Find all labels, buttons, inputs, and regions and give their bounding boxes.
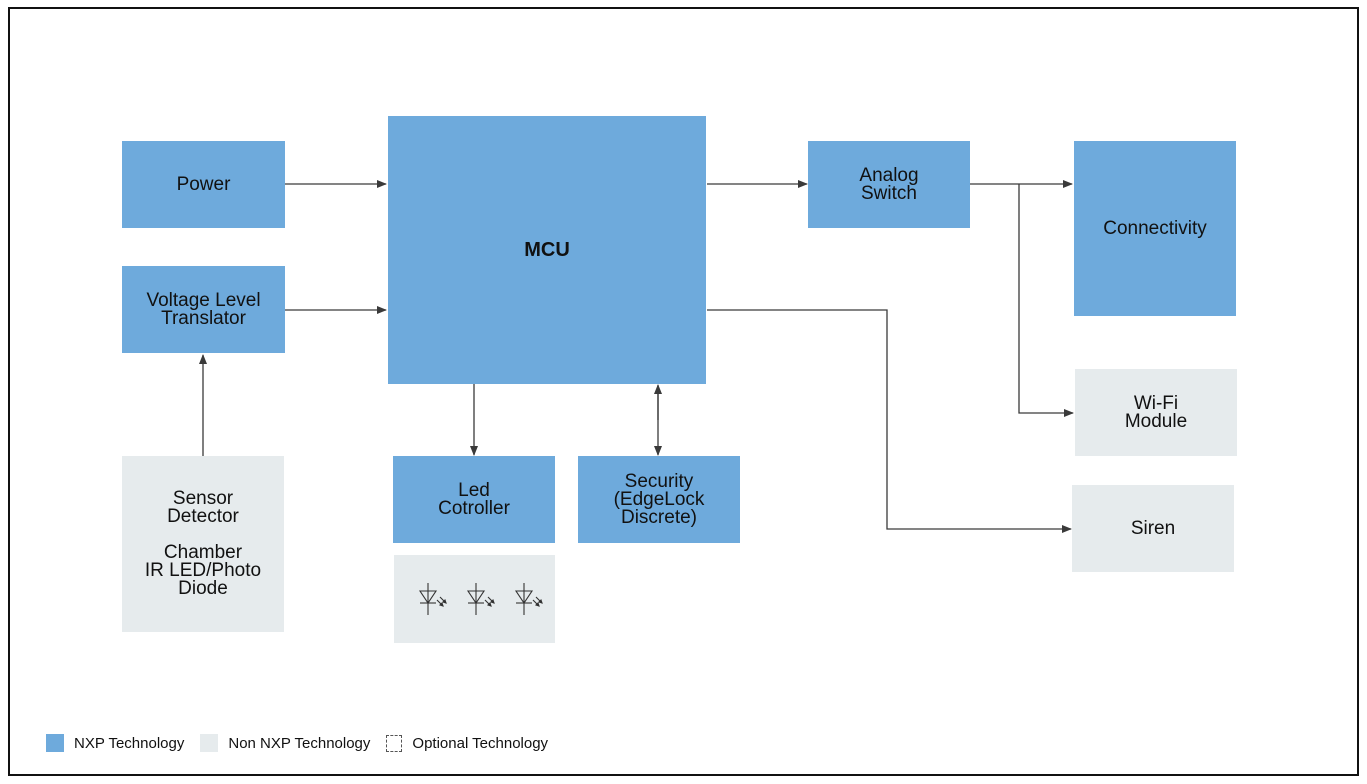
- led-array-block: [394, 555, 555, 643]
- legend-item-optional: Optional Technology: [386, 734, 549, 752]
- voltage-level-translator-block: Voltage Level Translator: [122, 266, 285, 353]
- siren-block: Siren: [1072, 485, 1234, 572]
- led-controller-block: Led Cotroller: [393, 456, 555, 543]
- legend-swatch-non-nxp: [200, 734, 219, 752]
- wifi-module-label: Wi-Fi Module: [1124, 392, 1188, 432]
- security-label: Security (EdgeLock Discrete): [613, 470, 705, 528]
- led-controller-label: Led Cotroller: [438, 479, 510, 519]
- legend: NXP Technology Non NXP Technology Option…: [46, 733, 564, 753]
- legend-item-nxp: NXP Technology: [46, 734, 184, 752]
- voltage-level-translator-label: Voltage Level Translator: [146, 289, 261, 329]
- led-diode-icon: [418, 583, 447, 615]
- wifi-module-block: Wi-Fi Module: [1075, 369, 1237, 456]
- analog-switch-label: Analog Switch: [859, 164, 919, 204]
- siren-label: Siren: [1130, 517, 1176, 539]
- legend-label-optional: Optional Technology: [412, 734, 549, 752]
- connectivity-block: Connectivity: [1074, 141, 1236, 316]
- legend-swatch-optional: [386, 734, 403, 752]
- led-diodes-group: [418, 583, 543, 615]
- legend-label-non-nxp: Non NXP Technology: [228, 734, 371, 752]
- mcu-label: MCU: [524, 239, 570, 261]
- connectivity-label: Connectivity: [1103, 217, 1207, 239]
- legend-item-non-nxp: Non NXP Technology: [200, 734, 370, 752]
- mcu-block: MCU: [388, 116, 706, 384]
- power-block: Power: [122, 141, 285, 228]
- led-diode-icon: [466, 583, 495, 615]
- power-label: Power: [176, 173, 231, 195]
- sensor-detector-block: Sensor Detector Chamber IR LED/Photo Dio…: [122, 456, 284, 632]
- led-diode-icon: [514, 583, 543, 615]
- legend-swatch-nxp: [46, 734, 64, 752]
- security-block: Security (EdgeLock Discrete): [578, 456, 740, 543]
- sensor-detector-label: Sensor Detector Chamber IR LED/Photo Dio…: [144, 488, 262, 599]
- analog-switch-block: Analog Switch: [808, 141, 970, 228]
- legend-label-nxp: NXP Technology: [74, 734, 185, 752]
